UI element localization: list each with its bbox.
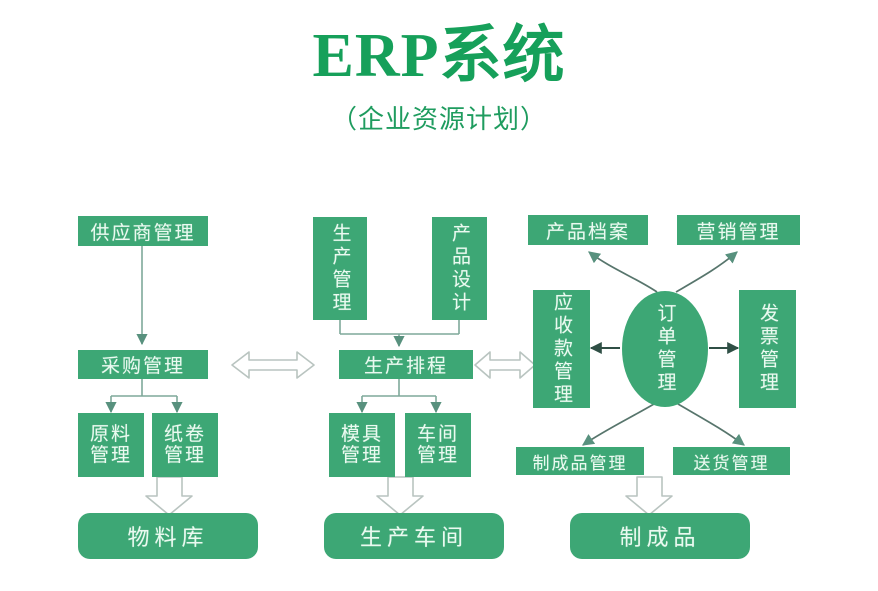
hollow-arrow-material-warehouse xyxy=(145,476,193,516)
node-invoice-management[interactable]: 发票管理 xyxy=(739,290,796,408)
curved-connector-order-to-product-archive xyxy=(588,251,658,293)
node-workshop-management[interactable]: 车间 管理 xyxy=(405,413,471,477)
hollow-double-arrow-scheduling-receivables xyxy=(474,351,536,379)
title-block: ERP系统 （企业资源计划） xyxy=(0,22,878,136)
node-delivery-management[interactable]: 送货管理 xyxy=(673,447,790,475)
node-receivables-management[interactable]: 应收款管理 xyxy=(533,290,590,408)
connector-scheduling-branch xyxy=(356,379,442,414)
page-title: ERP系统 xyxy=(312,22,566,90)
node-product-archive[interactable]: 产品档案 xyxy=(528,215,648,245)
node-supplier-management[interactable]: 供应商管理 xyxy=(78,216,208,246)
node-material-warehouse[interactable]: 物料库 xyxy=(78,513,258,559)
curved-connector-order-to-finished-goods xyxy=(582,403,655,446)
node-product-design[interactable]: 产品设计 xyxy=(432,217,487,320)
connector-production-merge xyxy=(339,320,460,348)
node-purchasing-management[interactable]: 采购管理 xyxy=(78,350,208,379)
node-paper-roll-management[interactable]: 纸卷 管理 xyxy=(152,413,218,477)
node-finished-products[interactable]: 制成品 xyxy=(570,513,750,559)
hollow-arrow-production-workshop xyxy=(376,476,424,516)
page-subtitle: （企业资源计划） xyxy=(330,105,547,135)
curved-connector-order-to-delivery xyxy=(677,403,745,446)
node-mold-management[interactable]: 模具 管理 xyxy=(329,413,395,477)
node-finished-goods-management[interactable]: 制成品管理 xyxy=(516,447,644,475)
node-production-scheduling[interactable]: 生产排程 xyxy=(339,350,473,379)
hollow-arrow-finished-products xyxy=(625,476,673,516)
node-production-workshop[interactable]: 生产车间 xyxy=(324,513,504,559)
node-raw-material-management[interactable]: 原料 管理 xyxy=(78,413,144,477)
connector-purchasing-branch xyxy=(105,379,183,414)
node-marketing-management[interactable]: 营销管理 xyxy=(677,215,800,245)
hollow-double-arrow-purchasing-scheduling xyxy=(231,351,315,379)
node-production-management[interactable]: 生产管理 xyxy=(313,217,367,320)
curved-connector-order-to-marketing xyxy=(675,251,738,293)
node-order-management[interactable]: 订单管理 xyxy=(622,291,708,407)
